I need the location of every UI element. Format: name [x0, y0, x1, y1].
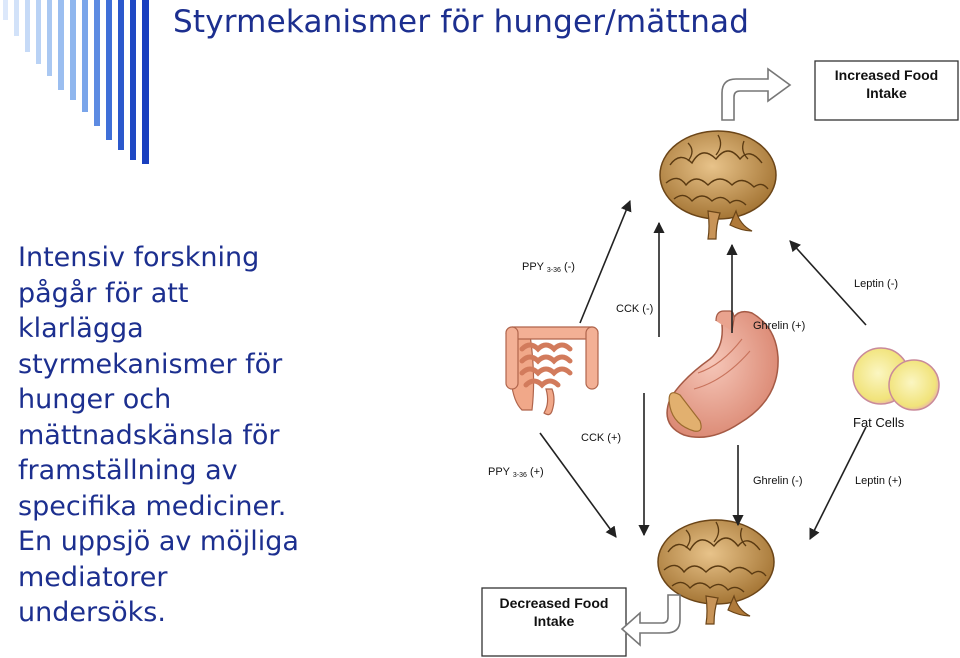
label-cck-positive: CCK (+) — [581, 432, 621, 444]
body-line: hunger och — [18, 384, 172, 415]
label-ppy-negative: PPY 3-36 (-) — [522, 261, 575, 275]
ppy-positive-text: PPY — [488, 466, 511, 478]
slide-title: Styrmekanismer för hunger/mättnad — [173, 4, 750, 40]
decreased-intake-line1: Decreased Food — [500, 595, 609, 611]
label-ghrelin-positive: Ghrelin (+) — [753, 320, 805, 332]
hunger-regulation-diagram: Increased Food Intake — [481, 60, 959, 657]
body-line: framställning av — [18, 455, 238, 486]
signal-arrows — [539, 199, 867, 541]
body-line: styrmekanismer för — [18, 348, 283, 380]
label-leptin-negative: Leptin (-) — [854, 278, 898, 290]
body-line: mediatorer — [18, 561, 168, 593]
bent-arrow-icon — [620, 594, 681, 647]
body-line: En uppsjö av möjliga — [18, 526, 299, 557]
increased-intake-line2: Intake — [866, 85, 907, 101]
ppy-negative-subscript: 3-36 — [547, 267, 561, 274]
label-cck-negative: CCK (-) — [616, 303, 653, 315]
body-paragraph: Intensiv forskning pågår för att klarläg… — [18, 240, 358, 631]
ppy-positive-sign: (+) — [530, 466, 544, 478]
intestine-icon — [505, 326, 599, 416]
increased-intake-line1: Increased Food — [835, 67, 938, 83]
decorative-bars — [3, 0, 149, 164]
body-line: mättnadskänsla för — [18, 419, 280, 451]
body-line: specifika mediciner. — [18, 490, 287, 522]
ppy-positive-subscript: 3-36 — [513, 472, 527, 479]
body-line: klarlägga — [18, 313, 144, 344]
body-line: Intensiv forskning — [18, 242, 260, 273]
fat-cells-label: Fat Cells — [853, 415, 905, 430]
ppy-negative-sign: (-) — [564, 261, 575, 273]
brain-icon — [659, 130, 777, 240]
body-line: undersöks. — [18, 597, 166, 628]
label-ppy-positive: PPY 3-36 (+) — [488, 466, 544, 480]
label-leptin-positive: Leptin (+) — [855, 475, 902, 487]
ppy-negative-text: PPY — [522, 261, 545, 273]
brain-icon — [657, 519, 775, 625]
label-ghrelin-negative: Ghrelin (-) — [753, 475, 803, 487]
bent-arrow-icon — [721, 67, 792, 121]
body-line: pågår för att — [18, 277, 189, 309]
decreased-intake-box: Decreased Food Intake — [481, 587, 627, 657]
fat-cells-icon: Fat Cells — [852, 347, 940, 430]
stomach-icon — [666, 310, 779, 438]
increased-intake-box: Increased Food Intake — [814, 60, 959, 121]
decreased-intake-line2: Intake — [534, 613, 575, 629]
